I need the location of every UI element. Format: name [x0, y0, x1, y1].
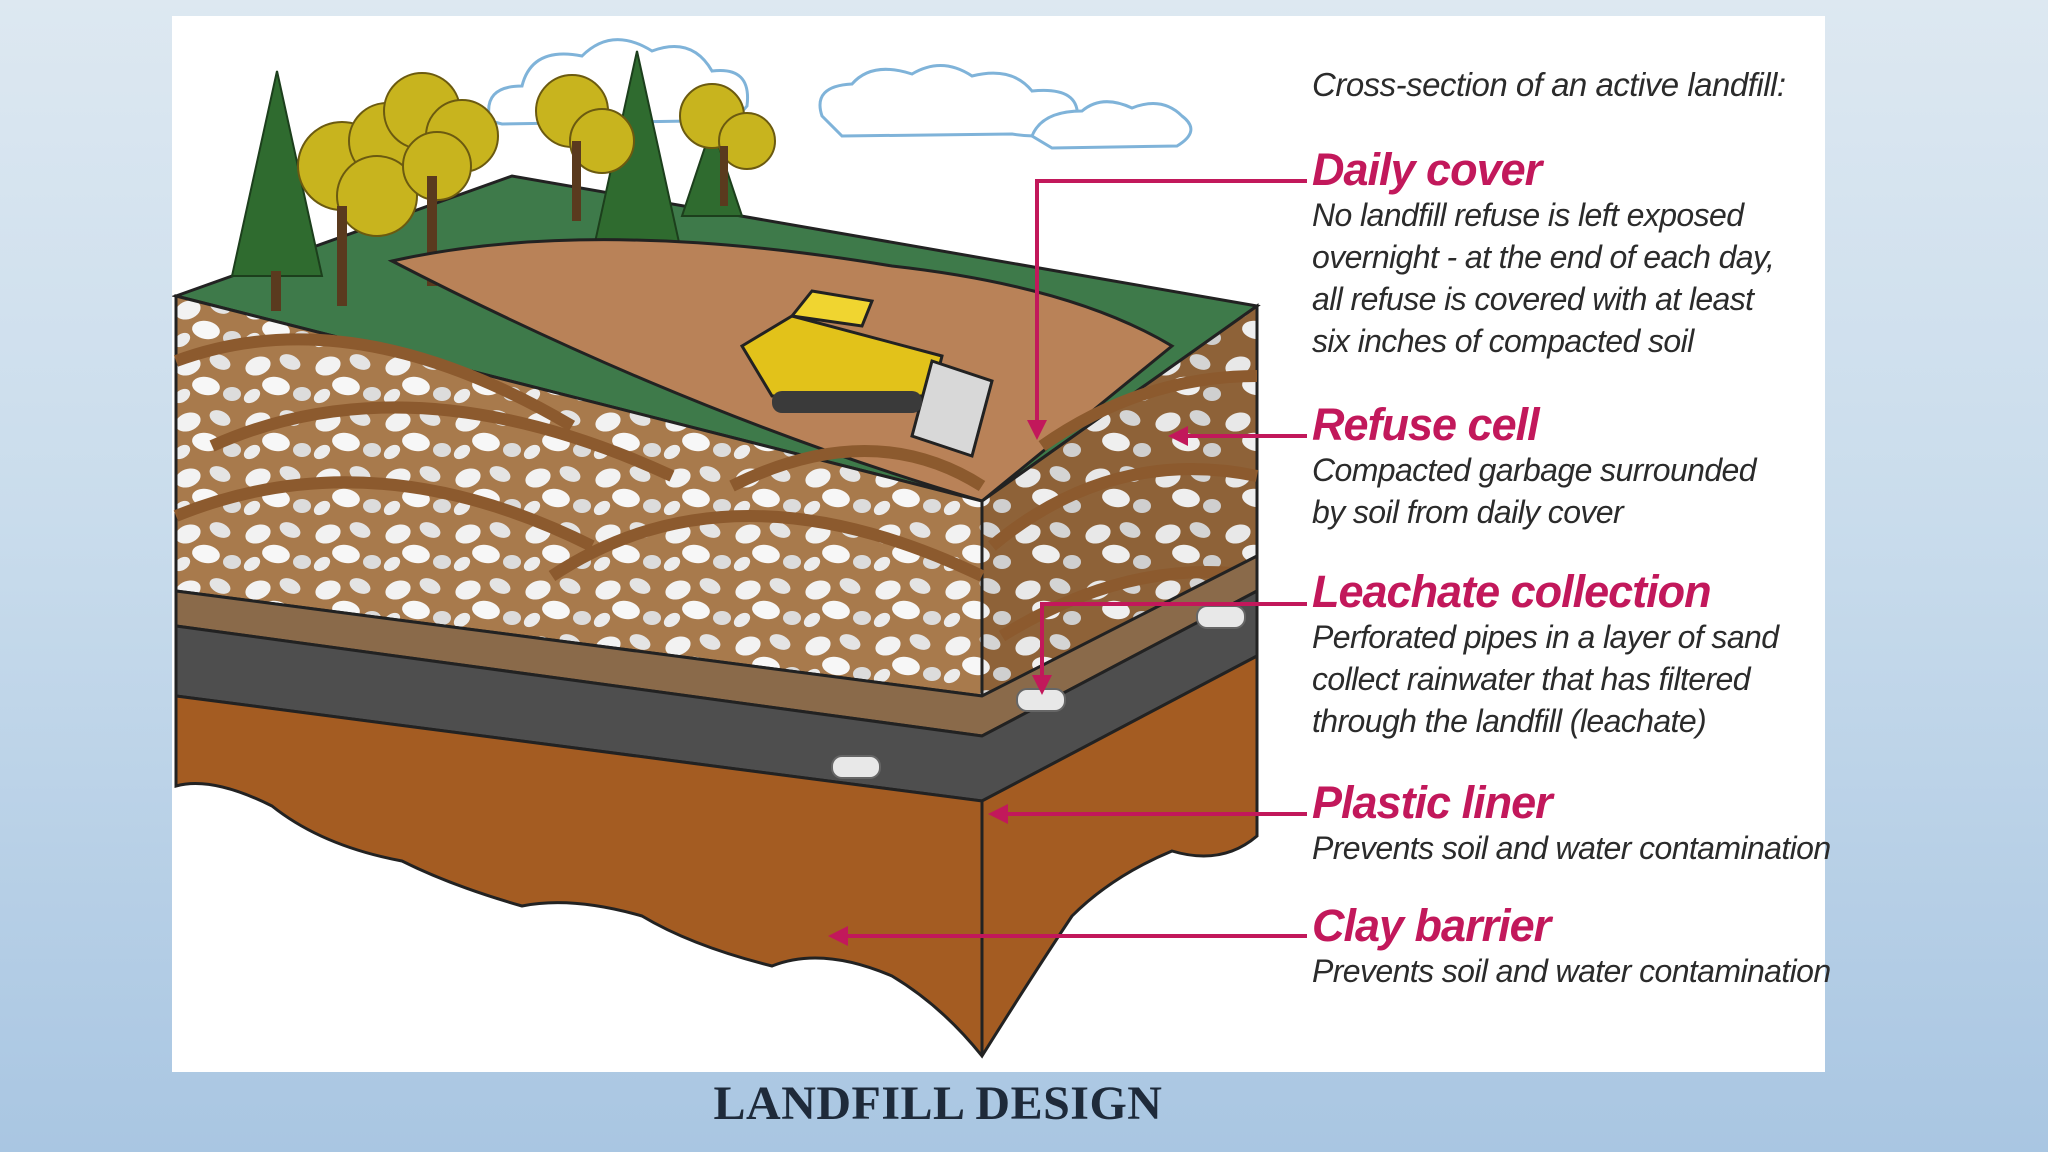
label-leachate-collection: Leachate collection Perforated pipes in …: [1312, 568, 1832, 742]
label-title: Daily cover: [1312, 144, 1542, 195]
label-daily-cover: Daily cover No landfill refuse is left e…: [1312, 146, 1832, 362]
label-title: Clay barrier: [1312, 900, 1551, 951]
label-description: Prevents soil and water contamination: [1312, 953, 1831, 989]
diagram-heading: Cross-section of an active landfill:: [1312, 66, 1786, 103]
cell-arcs: [173, 333, 1259, 642]
bulldozer: [739, 289, 994, 458]
label-title: Leachate collection: [1312, 566, 1712, 617]
label-refuse-cell: Refuse cell Compacted garbage surrounded…: [1312, 401, 1832, 533]
trees: [230, 50, 776, 311]
label-description: Compacted garbage surrounded by soil fro…: [1312, 452, 1757, 530]
label-plastic-liner: Plastic liner Prevents soil and water co…: [1312, 779, 1832, 869]
clay-barrier-layer: [174, 653, 1259, 1059]
label-title: Refuse cell: [1312, 399, 1540, 450]
landfill-cross-section-illustration: [172, 38, 1307, 1059]
leader-lines: [828, 179, 1307, 946]
landfill-diagram: Cross-section of an active landfill: Dai…: [172, 16, 1831, 1072]
slide-title: LANDFILL DESIGN: [713, 1077, 1163, 1130]
label-title: Plastic liner: [1312, 777, 1553, 828]
label-description: Perforated pipes in a layer of sand coll…: [1312, 619, 1779, 739]
label-description: No landfill refuse is left exposed overn…: [1312, 197, 1775, 359]
label-clay-barrier: Clay barrier Prevents soil and water con…: [1312, 902, 1832, 992]
label-description: Prevents soil and water contamination: [1312, 830, 1831, 866]
